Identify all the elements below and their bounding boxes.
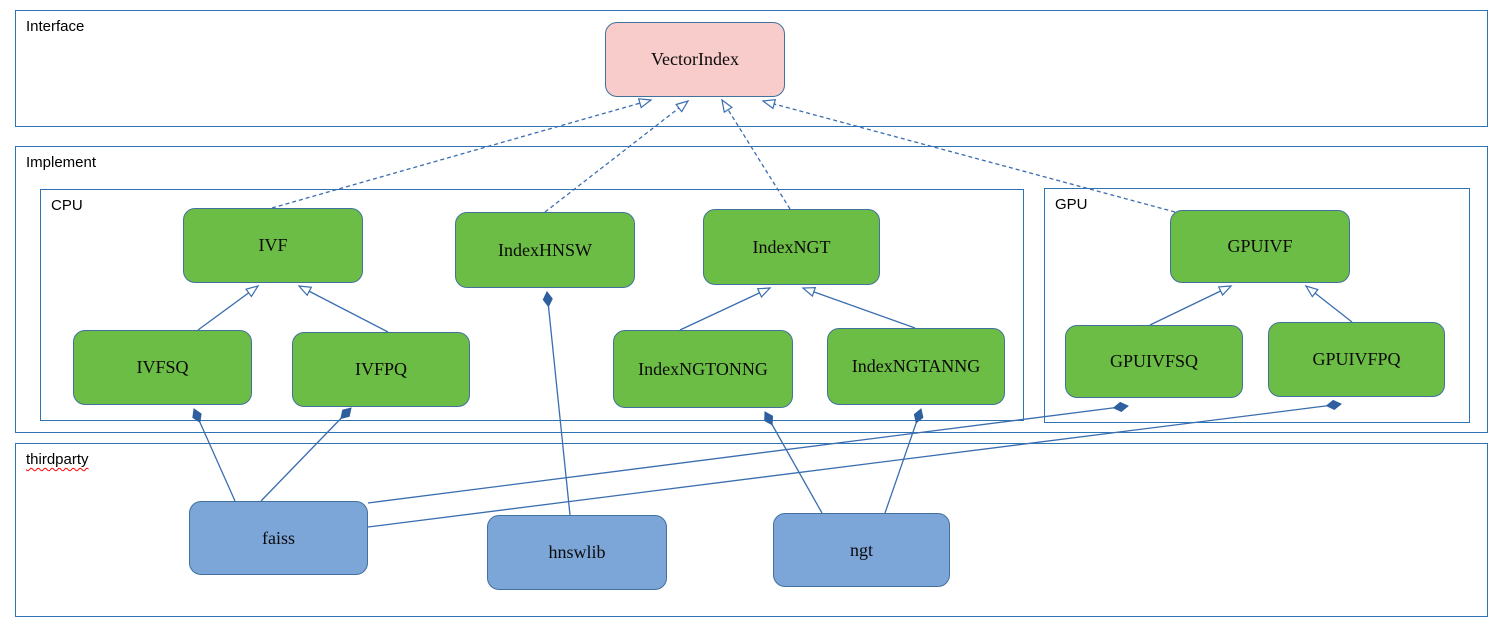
node-indexngtanng[interactable]: IndexNGTANNG	[827, 328, 1005, 405]
node-ivfpq[interactable]: IVFPQ	[292, 332, 470, 407]
node-faiss-label: faiss	[262, 527, 295, 548]
node-gpuivfpq-label: GPUIVFPQ	[1312, 349, 1401, 369]
node-vectorindex-label: VectorIndex	[651, 49, 739, 69]
node-ivf-label: IVF	[258, 235, 288, 255]
node-hnswlib[interactable]: hnswlib	[487, 515, 667, 590]
container-cpu-label: CPU	[51, 197, 83, 214]
container-implement-label: Implement	[26, 154, 97, 171]
node-indexngt[interactable]: IndexNGT	[703, 209, 880, 285]
node-gpuivf-label: GPUIVF	[1227, 236, 1293, 256]
node-gpuivfpq[interactable]: GPUIVFPQ	[1268, 322, 1445, 397]
container-thirdparty-label: thirdparty	[26, 451, 89, 468]
node-ivfpq-label: IVFPQ	[354, 359, 407, 379]
container-interface-label: Interface	[26, 18, 85, 35]
node-gpuivfsq[interactable]: GPUIVFSQ	[1065, 325, 1243, 398]
node-gpuivf[interactable]: GPUIVF	[1170, 210, 1350, 283]
container-gpu-label: GPU	[1055, 196, 1088, 213]
node-indexngt-label: IndexNGT	[752, 236, 831, 257]
node-ivf[interactable]: IVF	[183, 208, 363, 283]
node-indexngtanng-label: IndexNGTANNG	[851, 356, 981, 376]
node-faiss[interactable]: faiss	[189, 501, 368, 575]
node-indexngtonng[interactable]: IndexNGTONNG	[613, 330, 793, 408]
node-vectorindex[interactable]: VectorIndex	[605, 22, 785, 97]
node-indexngtonng-label: IndexNGTONNG	[638, 358, 768, 379]
node-indexhnsw-label: IndexHNSW	[498, 239, 592, 260]
node-ngt-label: ngt	[849, 539, 873, 560]
node-ivfsq-label: IVFSQ	[136, 357, 189, 377]
node-ngt[interactable]: ngt	[773, 513, 950, 587]
node-ivfsq[interactable]: IVFSQ	[73, 330, 252, 405]
node-hnswlib-label: hnswlib	[548, 542, 606, 562]
node-gpuivfsq-label: GPUIVFSQ	[1109, 351, 1199, 371]
node-indexhnsw[interactable]: IndexHNSW	[455, 212, 635, 288]
